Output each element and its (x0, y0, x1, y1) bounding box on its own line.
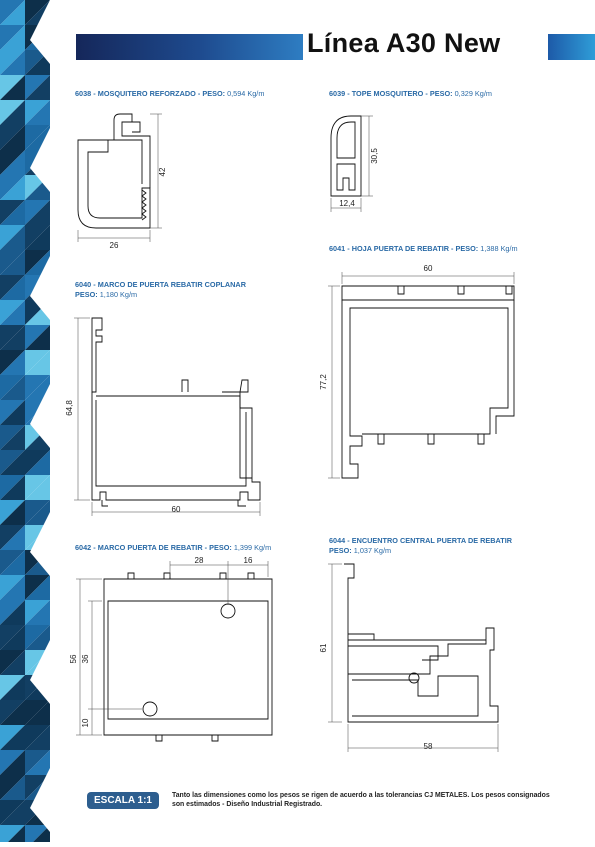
header-accent-bar (548, 34, 595, 60)
dim-6042-top-b: 16 (244, 556, 253, 565)
profile-drawing-6038: 42 26 (70, 110, 180, 250)
dim-6038-width: 26 (110, 241, 119, 250)
decorative-sidebar (0, 0, 50, 847)
dim-6038-height: 42 (158, 167, 167, 176)
caption-6044: 6044 - ENCUENTRO CENTRAL PUERTA DE REBAT… (329, 536, 512, 555)
dim-6040-width: 60 (172, 505, 181, 514)
profile-drawing-6042: 28 16 56 36 10 (69, 555, 282, 755)
dim-6040-height: 64,8 (65, 400, 74, 416)
dim-6041-width: 60 (424, 264, 433, 273)
caption-6041: 6041 - HOJA PUERTA DE REBATIR - PESO: 1,… (329, 244, 518, 253)
dim-6042-height-inner: 36 (81, 654, 90, 663)
caption-6038: 6038 - MOSQUITERO REFORZADO - PESO: 0,59… (75, 89, 265, 98)
caption-6042: 6042 - MARCO PUERTA DE REBATIR - PESO: 1… (75, 543, 272, 552)
footer-note: Tanto las dimensiones como los pesos se … (172, 792, 550, 808)
scale-badge: ESCALA 1:1 (87, 792, 159, 809)
dim-6039-width: 12,4 (339, 199, 355, 208)
header-gradient-bar (76, 34, 303, 60)
dim-6042-height-low: 10 (81, 718, 90, 727)
dim-6044-height: 61 (319, 643, 328, 652)
caption-6039: 6039 - TOPE MOSQUITERO - PESO: 0,329 Kg/… (329, 89, 492, 98)
dim-6044-width: 58 (424, 742, 433, 751)
page-title: Línea A30 New (307, 28, 501, 58)
profile-drawing-6040: 64,8 60 (62, 312, 272, 522)
dim-6042-height-total: 56 (69, 654, 78, 663)
profile-drawing-6039: 30,5 12,4 (325, 108, 395, 218)
caption-6040: 6040 - MARCO DE PUERTA REBATIR COPLANAR … (75, 280, 246, 299)
profile-drawing-6041: 60 77,2 (318, 258, 528, 498)
dim-6041-height: 77,2 (319, 374, 328, 390)
dim-6042-top-a: 28 (195, 556, 204, 565)
dim-6039-height: 30,5 (370, 148, 379, 164)
profile-drawing-6044: 61 58 (318, 556, 508, 756)
